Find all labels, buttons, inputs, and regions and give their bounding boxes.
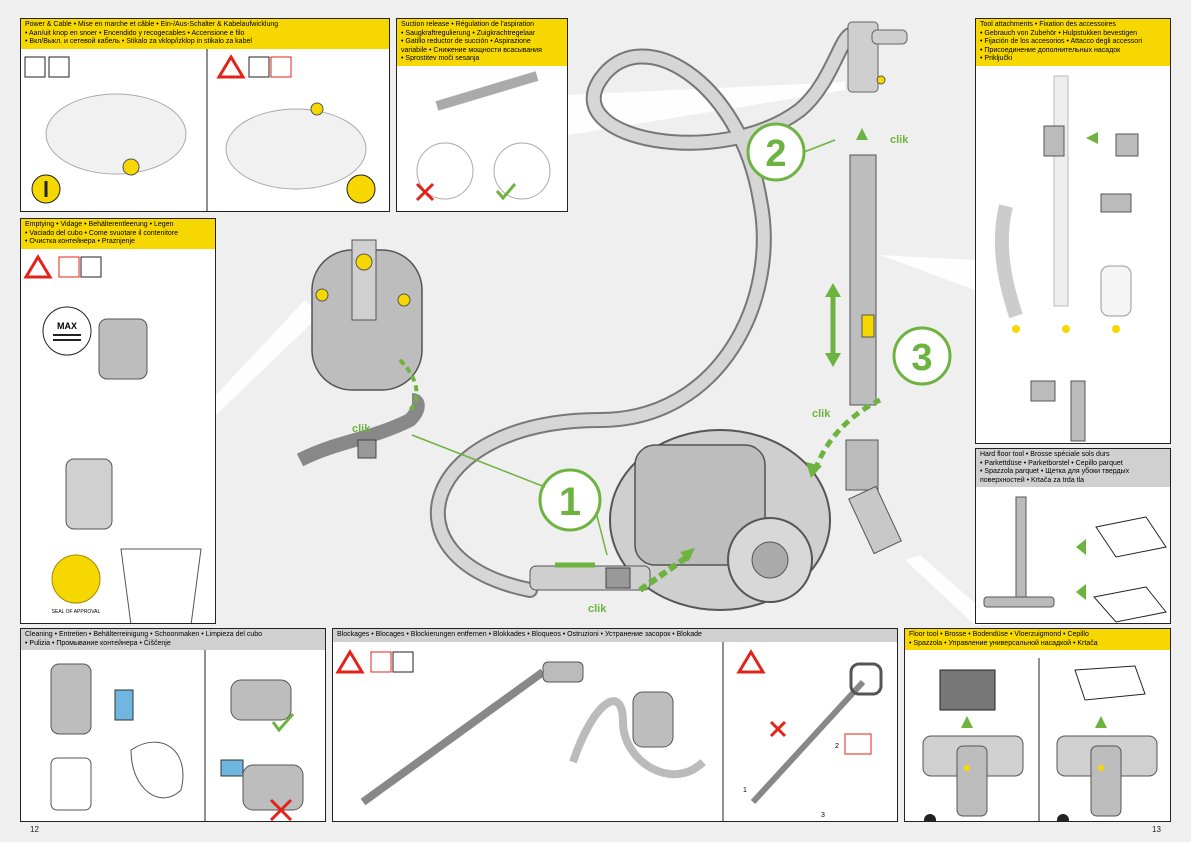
cyclone-illustration [296, 239, 425, 467]
emptying-header-line-3: • Очистка контейнера • Praznjenje [25, 238, 135, 246]
power-header-line-2: • Aan/uit knop en snoer • Encendido y re… [25, 29, 245, 37]
clik-label-4: clik [812, 408, 831, 420]
suction-header-line-5: • Sprostitev moči sesanja [401, 55, 480, 63]
tools-illustration [994, 75, 1139, 442]
main-step-2: 2 [765, 133, 786, 175]
blockages-illustration: 1 2 3 [335, 641, 883, 821]
suction-header-line-1: Suction release • Régulation de l'aspira… [401, 21, 534, 28]
hardfloor-header: Hard floor tool • Brosse spéciale sols d… [976, 449, 1170, 488]
warning-icon-blockages-2 [736, 648, 766, 674]
tools-header-line-2: • Gebrauch von Zubehör • Hulpstukken bev… [980, 29, 1138, 37]
emptying-illustration: MAX SEAL OF APPROVAL [23, 253, 202, 623]
max-label: MAX [57, 321, 77, 331]
floortool-header: Floor tool • Brosse • Bodendüse • Vloerz… [905, 629, 1170, 651]
panel-hard-floor: Hard floor tool • Brosse spéciale sols d… [975, 448, 1171, 624]
cleaning-header-line-2: • Pulizia • Промывание контейнера • Čišč… [25, 639, 171, 647]
blockages-header-line-1: Blockages • Blocages • Blockierungen ent… [337, 631, 702, 638]
suction-header-line-2: • Saugkraftregulierung • Zuigkrachtregel… [401, 29, 536, 37]
panel-power-cable: Power & Cable • Mise en marche et câble … [20, 18, 390, 212]
suction-header-line-3: • Gatillo reductor de succión • Aspirazi… [401, 38, 531, 46]
blockages-step-1: 1 [743, 787, 747, 794]
clik-label-3: clik [890, 134, 909, 146]
panel-tool-attachments: Tool attachments • Fixation des accessoi… [975, 18, 1171, 444]
hardfloor-header-line-3: • Spazzola parquet • Щетка для убоки тве… [980, 468, 1130, 476]
power-illustration [24, 48, 376, 211]
warning-icon [216, 53, 246, 79]
clik-label-1: clik [352, 423, 371, 435]
floortool-illustration [922, 658, 1158, 821]
blockages-step-3: 3 [821, 812, 825, 819]
panel-floor-tool: Floor tool • Brosse • Bodendüse • Vloerz… [904, 628, 1171, 822]
blockages-header: Blockages • Blocages • Blockierungen ent… [333, 629, 897, 642]
tools-header-line-5: • Priključki [980, 55, 1013, 63]
tools-header-line-4: • Присоединение дополнительных насадок [980, 46, 1121, 54]
blockages-step-2: 2 [835, 743, 839, 750]
hardfloor-header-line-1: Hard floor tool • Brosse spéciale sols d… [980, 451, 1110, 458]
main-step-1: 1 [559, 480, 581, 524]
panel-blockages: Blockages • Blocages • Blockierungen ent… [332, 628, 898, 822]
power-header-line-1: Power & Cable • Mise en marche et câble … [25, 21, 279, 28]
page-number-right: 13 [1152, 825, 1161, 834]
emptying-header: Emptying • Vidage • Behälterentleerung •… [21, 219, 215, 249]
panel-suction-release: Suction release • Régulation de l'aspira… [396, 18, 568, 212]
clik-label-2: clik [588, 603, 607, 615]
floortool-header-line-1: Floor tool • Brosse • Bodendüse • Vloerz… [909, 631, 1089, 638]
seal-of-approval: SEAL OF APPROVAL [52, 609, 101, 615]
suction-header-line-4: variabile • Снижение мощности всасывания [401, 46, 542, 54]
hardfloor-header-line-4: поверхностей • Krtača za trda tla [980, 476, 1084, 484]
panel-emptying: Emptying • Vidage • Behälterentleerung •… [20, 218, 216, 624]
hardfloor-header-line-2: • Parkettdüse • Parketborstel • Cepillo … [980, 459, 1123, 467]
emptying-header-line-1: Emptying • Vidage • Behälterentleerung •… [25, 221, 174, 228]
emptying-header-line-2: • Vaciado del cubo • Come svuotare il co… [25, 229, 179, 237]
cleaning-header-line-1: Cleaning • Entretien • Behälterreinigung… [25, 631, 263, 638]
warning-icon-blockages [335, 648, 365, 674]
power-header-line-3: • Вкл/Выкл. и сетевой кабель • Stikalo z… [25, 38, 252, 46]
main-step-3: 3 [911, 337, 932, 379]
panel-cleaning: Cleaning • Entretien • Behälterreinigung… [20, 628, 326, 822]
tools-header-line-3: • Fijación de los accesorios • Attacco d… [980, 38, 1143, 46]
tools-header-line-1: Tool attachments • Fixation des accessoi… [980, 21, 1116, 28]
warning-icon-emptying [23, 253, 53, 279]
hardfloor-illustration [983, 496, 1167, 623]
suction-illustration [415, 71, 551, 202]
cleaning-illustration [50, 650, 304, 821]
vacuum-body [609, 429, 831, 611]
tools-header: Tool attachments • Fixation des accessoi… [976, 19, 1170, 66]
page-number-left: 12 [30, 825, 39, 834]
floortool-header-line-2: • Spazzola • Управление универсальной на… [909, 639, 1098, 647]
suction-header: Suction release • Régulation de l'aspira… [397, 19, 567, 66]
power-header: Power & Cable • Mise en marche et câble … [21, 19, 389, 49]
cleaning-header: Cleaning • Entretien • Behälterreinigung… [21, 629, 325, 651]
